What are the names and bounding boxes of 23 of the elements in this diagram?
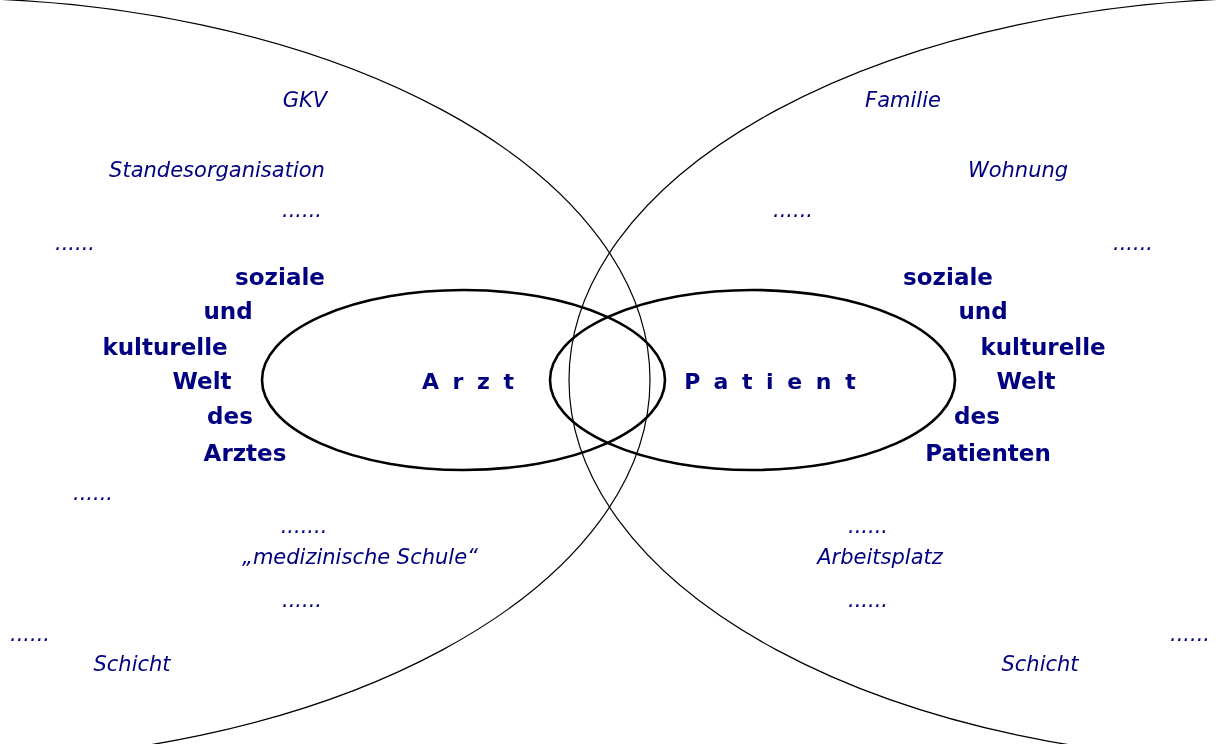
context-label: Standesorganisation: [109, 158, 325, 182]
context-label: Familie: [865, 88, 941, 112]
context-label: Schicht: [93, 652, 171, 676]
context-label: .......: [280, 514, 328, 538]
world-text: soziale und kulturelle Welt des Patienten: [902, 263, 1107, 468]
context-label: Schicht: [1001, 652, 1079, 676]
context-label: Arbeitsplatz: [817, 545, 943, 569]
role-label: Patient: [684, 368, 870, 394]
world-text: soziale und kulturelle Welt des Arztes: [101, 263, 326, 468]
context-label: ......: [72, 481, 114, 505]
context-label: ......: [9, 622, 51, 646]
context-label: ......: [281, 588, 323, 612]
context-label: GKV: [282, 88, 328, 112]
context-label: ......: [1112, 231, 1154, 255]
context-label: ......: [772, 198, 814, 222]
context-label: ......: [847, 588, 889, 612]
context-label: Wohnung: [967, 158, 1069, 182]
context-label: ......: [54, 231, 96, 255]
context-label: ......: [1169, 622, 1211, 646]
context-label: ......: [847, 514, 889, 538]
context-label: ......: [281, 198, 323, 222]
context-label: „medizinische Schule“: [242, 545, 478, 569]
role-label: Arzt: [421, 368, 528, 394]
